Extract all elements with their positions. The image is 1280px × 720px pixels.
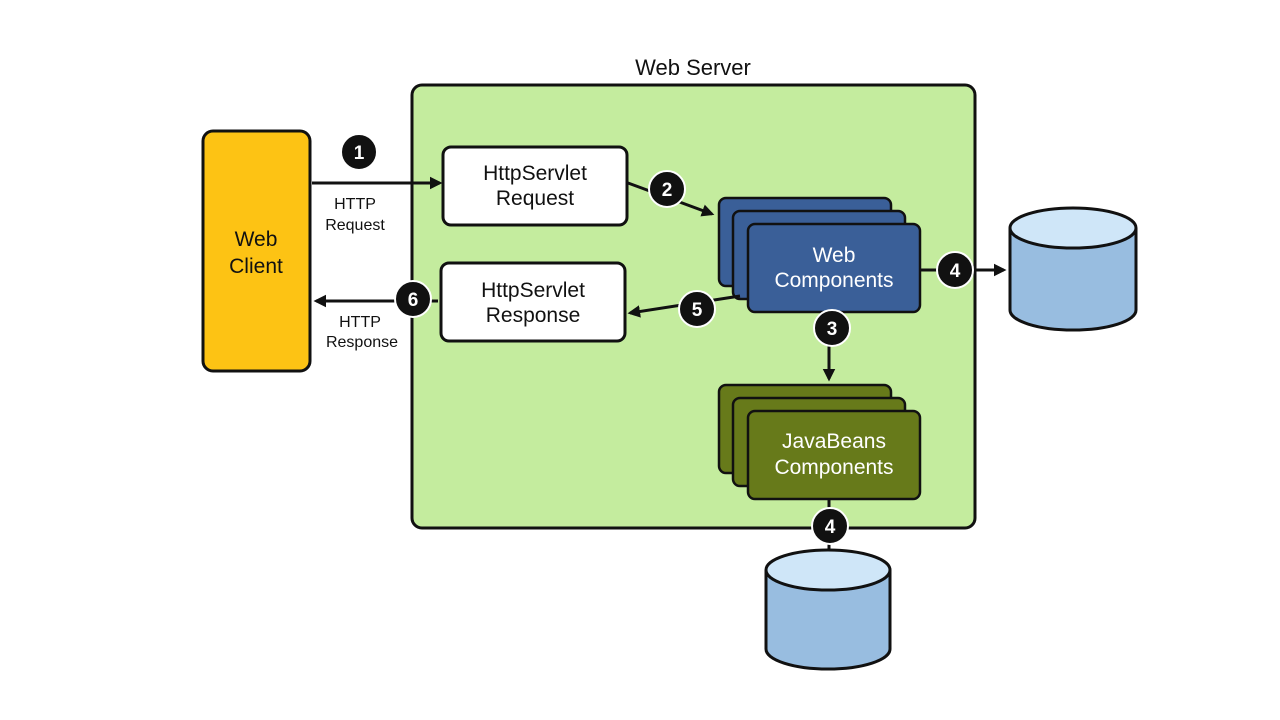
- web-components-line2: Components: [774, 269, 893, 292]
- svg-text:4: 4: [950, 261, 961, 282]
- javabeans-components-stack: JavaBeans Components: [717, 383, 922, 501]
- http-response-label-line2: Response: [326, 334, 398, 351]
- javabeans-line1: JavaBeans: [782, 430, 886, 453]
- step-6-badge: 6: [394, 280, 432, 318]
- svg-text:3: 3: [827, 319, 838, 340]
- response-box-line2: Response: [486, 304, 581, 327]
- web-client-label-line2: Client: [229, 255, 283, 278]
- httpservlet-response-box: HttpServlet Response: [439, 261, 627, 343]
- svg-text:5: 5: [692, 300, 703, 321]
- step-3-badge: 3: [813, 309, 851, 347]
- http-request-label-line1: HTTP: [334, 196, 376, 213]
- svg-text:4: 4: [825, 517, 836, 538]
- svg-text:1: 1: [354, 143, 365, 164]
- svg-text:2: 2: [662, 180, 673, 201]
- step-1-badge: 1: [340, 133, 378, 171]
- web-components-stack: Web Components: [717, 196, 922, 314]
- javabeans-line2: Components: [774, 456, 893, 479]
- httpservlet-request-box: HttpServlet Request: [441, 145, 629, 227]
- step-2-badge: 2: [648, 170, 686, 208]
- request-box-line1: HttpServlet: [483, 162, 587, 185]
- web-server-title: Web Server: [635, 55, 751, 80]
- web-client-box: Web Client: [201, 129, 312, 373]
- step-4-bottom-badge: 4: [811, 507, 849, 545]
- web-components-line1: Web: [813, 244, 856, 267]
- web-client-label-line1: Web: [235, 228, 278, 251]
- request-box-line2: Request: [496, 187, 574, 210]
- database-right-icon: [1008, 206, 1138, 332]
- step-4-right-badge: 4: [936, 251, 974, 289]
- response-box-line1: HttpServlet: [481, 279, 585, 302]
- svg-text:6: 6: [408, 290, 419, 311]
- http-response-label-line1: HTTP: [339, 314, 381, 331]
- step-5-badge: 5: [678, 290, 716, 328]
- http-request-label-line2: Request: [325, 217, 385, 234]
- database-bottom-icon: [764, 548, 892, 671]
